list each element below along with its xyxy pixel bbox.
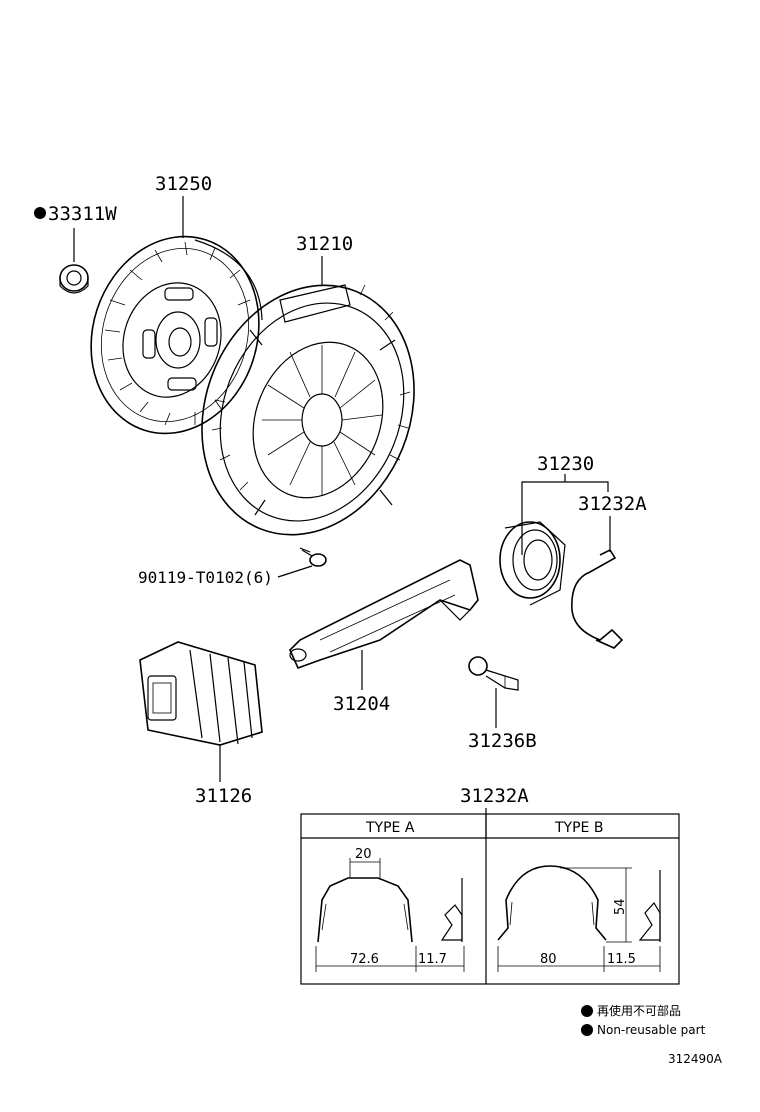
non-reusable-marker-icon [34,207,46,219]
pilot-bearing[interactable] [59,264,89,294]
release-fork[interactable] [289,559,479,670]
label-fork-boot[interactable]: 31126 [195,785,252,807]
type-a-header: TYPE A [365,820,415,836]
clip-type-b-drawing [497,865,661,972]
release-bearing-clip[interactable] [571,548,624,649]
legend-english: Non-reusable part [597,1023,706,1037]
clip-type-a-drawing [315,858,465,972]
label-release-bearing-clip[interactable]: 31232A [578,493,647,515]
type-b-height: 54 [613,898,628,915]
release-bearing[interactable] [499,521,566,606]
type-a-depth: 11.7 [418,952,447,967]
label-release-fork[interactable]: 31204 [333,693,390,715]
type-b-header: TYPE B [554,820,603,836]
type-b-width: 80 [540,952,557,967]
fork-pivot[interactable] [468,656,519,691]
type-b-depth: 11.5 [607,952,636,967]
label-clutch-cover[interactable]: 31210 [296,233,353,255]
label-pilot-bearing[interactable]: 33311W [48,203,117,225]
type-a-width: 72.6 [350,952,379,967]
type-a-top-width: 20 [355,847,372,862]
bolt[interactable] [299,547,327,567]
legend-japanese: 再使用不可部品 [597,1003,681,1018]
label-release-bearing-assy[interactable]: 31230 [537,453,594,475]
illustration-id: 312490A [668,1052,723,1066]
non-reusable-legend-icon-2 [581,1024,593,1036]
label-fork-pivot[interactable]: 31236B [468,730,537,752]
fork-boot[interactable] [139,641,263,746]
clutch-cover[interactable] [165,253,450,567]
detail-table [300,813,680,985]
label-bolt[interactable]: 90119-T0102(6) [138,568,273,587]
non-reusable-legend-icon [581,1005,593,1017]
label-clutch-disc[interactable]: 31250 [155,173,212,195]
clutch-disc[interactable] [66,215,284,456]
detail-title: 31232A [460,785,529,807]
